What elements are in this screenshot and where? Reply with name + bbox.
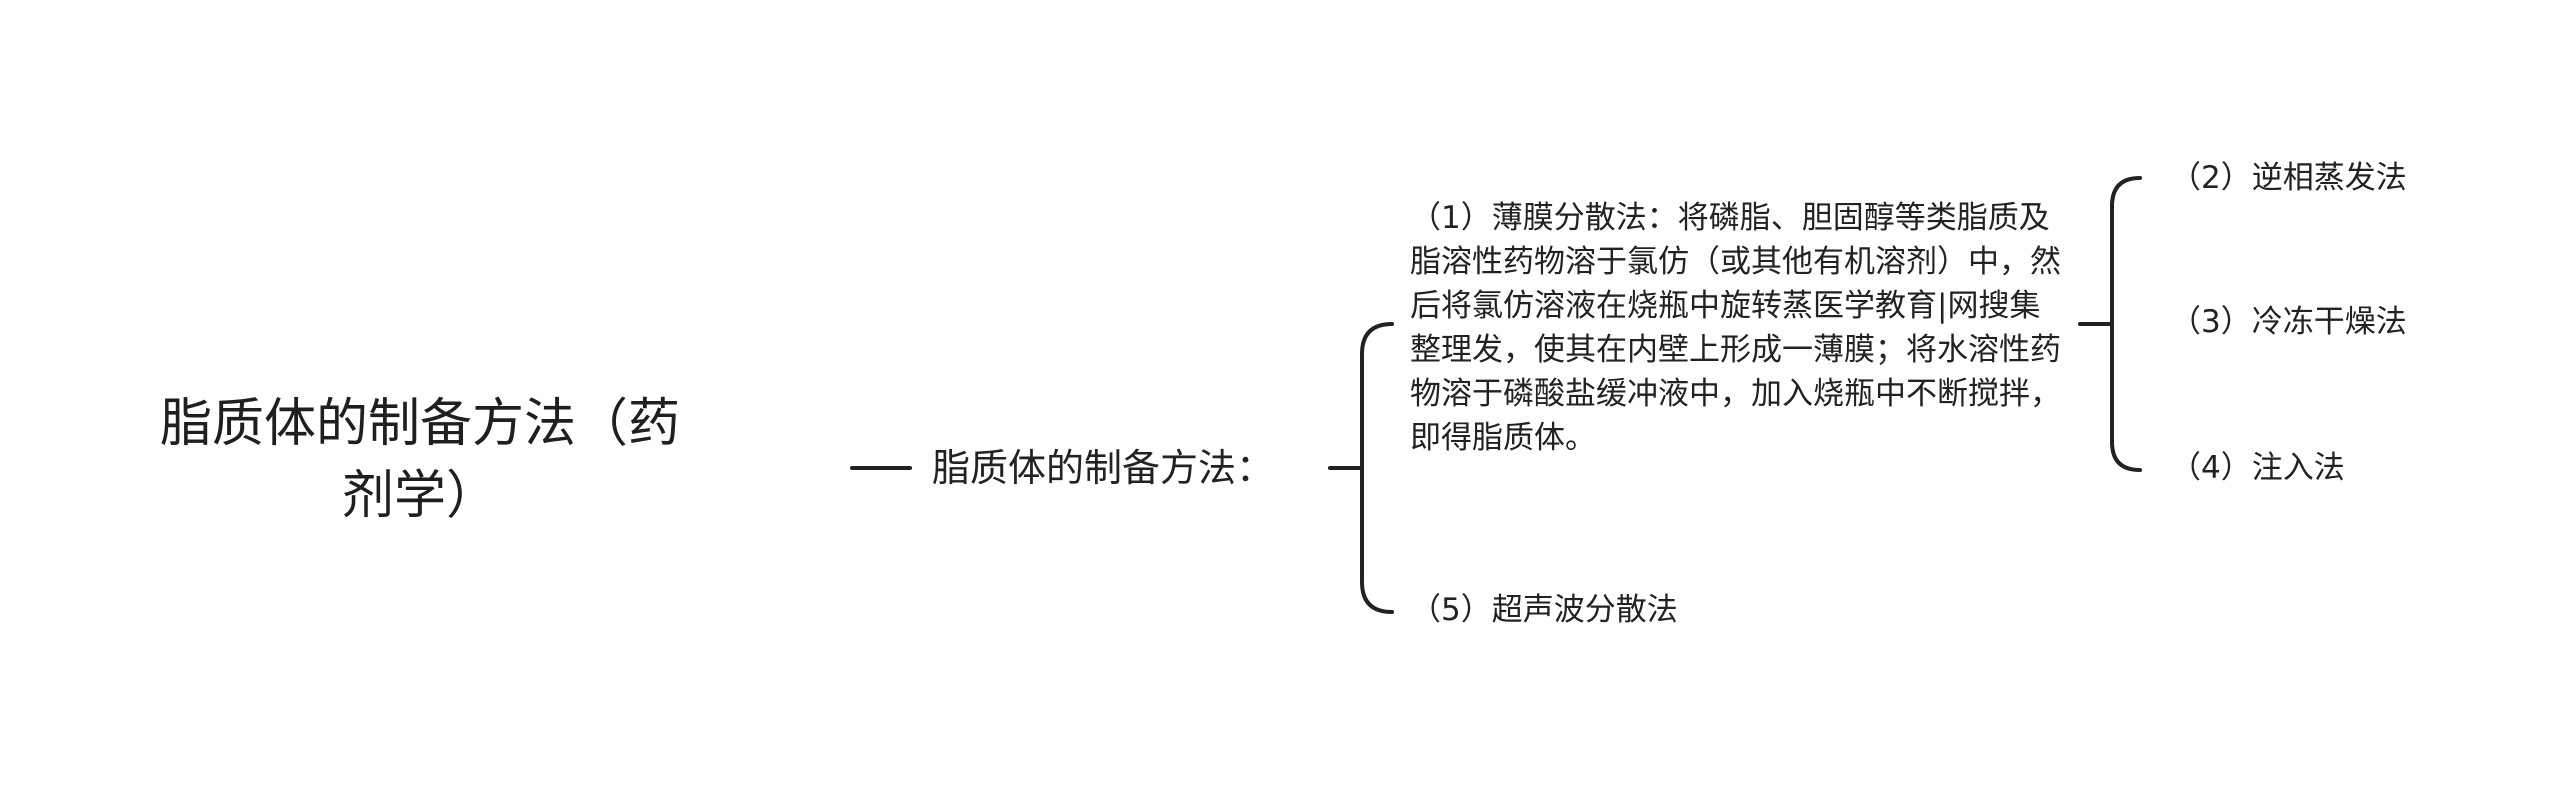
child-node-ultrasonic-dispersion[interactable]: （5）超声波分散法 — [1410, 592, 1678, 628]
child-node-thin-film-dispersion[interactable]: （1）薄膜分散法：将磷脂、胆固醇等类脂质及脂溶性药物溶于氯仿（或其他有机溶剂）中… — [1410, 200, 2061, 456]
subchildren-bracket — [2110, 176, 2142, 472]
branch-node-label[interactable]: 脂质体的制备方法： — [932, 446, 1275, 490]
children-bracket — [1360, 322, 1394, 614]
subchild-node-injection[interactable]: （4）注入法 — [2170, 450, 2345, 486]
subchild-node-freeze-drying[interactable]: （3）冷冻干燥法 — [2170, 304, 2407, 340]
subchild-node-reverse-phase-evaporation[interactable]: （2）逆相蒸发法 — [2170, 160, 2407, 196]
root-node-title[interactable]: 脂质体的制备方法（药剂学） — [160, 394, 681, 526]
